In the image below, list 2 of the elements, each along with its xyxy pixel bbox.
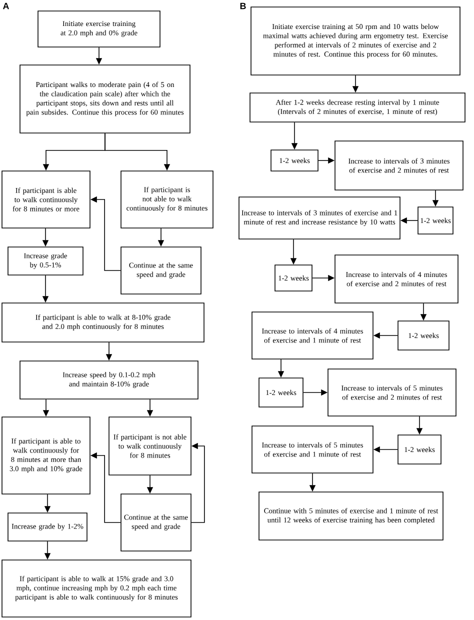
panel-letter: B [240, 2, 246, 10]
panel-letter: A [2, 2, 9, 10]
